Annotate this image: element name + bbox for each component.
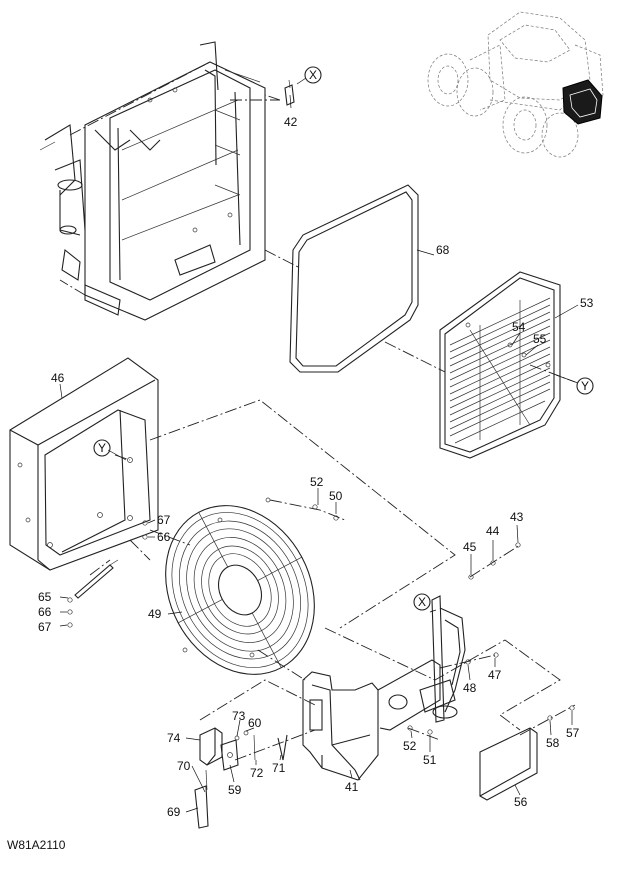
- svg-text:Y: Y: [581, 379, 589, 393]
- callout-66-bottom: 66: [38, 605, 52, 619]
- part-65-rod: [74, 559, 119, 599]
- ref-letter-y-shroud: Y: [93, 439, 111, 457]
- callout-44: 44: [486, 524, 500, 538]
- figure-code: W81A2110: [7, 838, 66, 852]
- callout-69: 69: [167, 805, 181, 819]
- callout-47: 47: [488, 668, 502, 682]
- callout-66-top: 66: [157, 530, 171, 544]
- svg-text:X: X: [418, 595, 426, 609]
- ref-letter-x-lower: X: [413, 593, 431, 611]
- part-41-bracket: [302, 659, 441, 781]
- leader-lines: [59, 77, 579, 813]
- callout-57: 57: [566, 726, 580, 740]
- part-number-callouts: 42 68 53 54 55 46 52 50 67 66 65 66 67 4…: [38, 115, 594, 819]
- part-53-screen: [439, 271, 561, 459]
- part-46-fan-shroud: [9, 357, 159, 571]
- callout-74: 74: [167, 731, 181, 745]
- svg-text:Y: Y: [98, 441, 106, 455]
- callout-67-top: 67: [157, 513, 171, 527]
- tube-assembly: [419, 595, 466, 723]
- tractor-overview-illustration: [427, 11, 604, 158]
- part-66-67-fasteners: [67, 520, 148, 628]
- assembly-center-lines: [89, 94, 576, 761]
- part-42-fastener: [284, 79, 295, 106]
- callout-56: 56: [514, 795, 528, 809]
- callout-52-bottom: 52: [403, 739, 417, 753]
- callout-41: 41: [345, 780, 359, 794]
- callout-58: 58: [546, 736, 560, 750]
- callout-67-bottom: 67: [38, 620, 52, 634]
- svg-text:X: X: [309, 68, 317, 82]
- callout-45: 45: [463, 540, 477, 554]
- callout-71: 71: [272, 761, 286, 775]
- callout-68: 68: [436, 243, 450, 257]
- callout-70: 70: [177, 759, 191, 773]
- callout-52-top: 52: [310, 475, 324, 489]
- callout-42: 42: [284, 115, 298, 129]
- callout-65: 65: [38, 590, 52, 604]
- callout-55: 55: [533, 332, 547, 346]
- callout-43: 43: [510, 510, 524, 524]
- ref-letter-x-top: X: [304, 66, 322, 84]
- callout-51: 51: [423, 753, 437, 767]
- callout-60: 60: [248, 716, 262, 730]
- callout-54: 54: [512, 320, 526, 334]
- radiator-frame-assembly: [39, 41, 266, 321]
- ref-letter-y-right: Y: [576, 377, 594, 395]
- part-68-gasket: [289, 184, 419, 373]
- callout-50: 50: [329, 489, 343, 503]
- callout-73: 73: [232, 709, 246, 723]
- callout-72: 72: [250, 766, 264, 780]
- callout-49: 49: [148, 607, 162, 621]
- callout-59: 59: [228, 783, 242, 797]
- part-56-cover-plate: [479, 727, 538, 801]
- callout-48: 48: [463, 681, 477, 695]
- callout-53: 53: [580, 296, 594, 310]
- part-49-fan-guard: [165, 497, 315, 675]
- callout-46: 46: [51, 371, 65, 385]
- small-parts-lower-left: [194, 727, 288, 829]
